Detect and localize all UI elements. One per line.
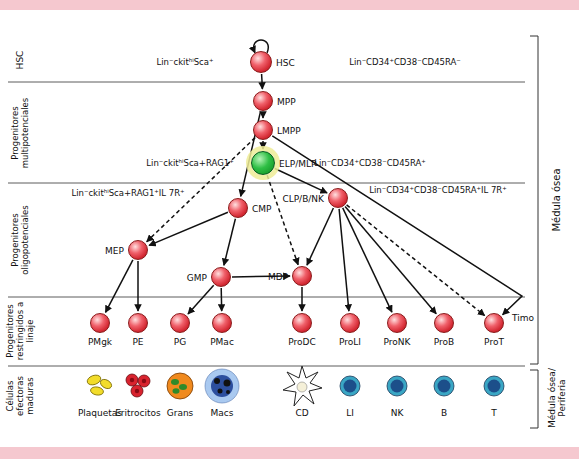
band-label: Médula ósea bbox=[552, 100, 562, 300]
text-label: Eritrocitos bbox=[108, 408, 168, 418]
node-label: MEP bbox=[105, 246, 124, 256]
lineage-arrow bbox=[339, 209, 349, 311]
lineage-arrow bbox=[232, 275, 290, 277]
cell-node: PMac bbox=[212, 313, 232, 333]
lineage-arrow bbox=[345, 206, 436, 313]
node-label: ProDC bbox=[288, 337, 316, 347]
node-label: ProT bbox=[484, 337, 504, 347]
dendritic-cell-icon bbox=[283, 366, 322, 406]
node-label: GMP bbox=[187, 273, 207, 283]
text-label: Lin⁻ckitʰⁱSca⁺ bbox=[125, 57, 245, 67]
band-label: Progenitores restringidos a linaje bbox=[5, 297, 35, 365]
lineage-arrow bbox=[261, 74, 263, 89]
node-label: PMgk bbox=[88, 337, 112, 347]
node-label: ProNK bbox=[384, 337, 411, 347]
text-label: CD bbox=[282, 408, 322, 418]
node-label: PG bbox=[174, 337, 186, 347]
dashed-arrow bbox=[267, 175, 298, 264]
nk-cell-icon bbox=[387, 376, 407, 396]
cell-node: GMP bbox=[211, 267, 231, 287]
node-label: ProLI bbox=[339, 337, 361, 347]
band-separator bbox=[8, 297, 525, 298]
lineage-arrow bbox=[220, 288, 222, 311]
pink-bar bbox=[0, 0, 579, 10]
cell-node: PE bbox=[128, 313, 148, 333]
node-label: LMPP bbox=[277, 126, 301, 136]
text-label: B bbox=[429, 408, 459, 418]
lineage-arrow bbox=[272, 136, 522, 315]
text-label: Grans bbox=[160, 408, 200, 418]
band-label: Médula ósea/ Periferia bbox=[547, 367, 567, 429]
progenitor-node: LMPP bbox=[253, 120, 273, 140]
lineage-arrow bbox=[106, 260, 133, 313]
cell-node: ProNK bbox=[387, 313, 407, 333]
text-label: LI bbox=[335, 408, 365, 418]
lineage-arrow bbox=[301, 287, 303, 311]
text-label: Lin⁻CD34⁺CD38⁻CD45RA⁻ bbox=[330, 57, 480, 67]
lineage-arrow bbox=[275, 169, 327, 193]
dashed-arrow bbox=[147, 138, 255, 242]
lineage-arrow bbox=[224, 219, 236, 266]
lymphocyte-icon bbox=[340, 376, 360, 396]
cell-node: ProT bbox=[484, 313, 504, 333]
node-label: MDP bbox=[268, 272, 288, 282]
lineage-arrow bbox=[137, 261, 139, 311]
platelets-icon bbox=[86, 373, 113, 396]
band-separator bbox=[8, 366, 525, 367]
node-label: ProB bbox=[434, 337, 454, 347]
band-label: HSC bbox=[15, 25, 25, 95]
node-label: CMP bbox=[252, 204, 271, 214]
node-label: MPP bbox=[277, 97, 296, 107]
node-label: ELP/MLP bbox=[279, 159, 316, 169]
cell-node: ProB bbox=[434, 313, 454, 333]
band-label: Progenitores multipotenciales bbox=[10, 83, 30, 183]
stem-cell-node: HSC bbox=[250, 51, 272, 73]
band-separator bbox=[8, 183, 525, 184]
cell-node: MEP bbox=[128, 240, 148, 260]
progenitor-node: MPP bbox=[253, 91, 273, 111]
node-label: PMac bbox=[210, 337, 234, 347]
lineage-arrow bbox=[149, 212, 228, 245]
cell-node: PG bbox=[170, 313, 190, 333]
lineage-arrow bbox=[254, 40, 269, 53]
node-label: PE bbox=[132, 337, 143, 347]
text-label: Lin⁻CD34⁺CD38⁻CD45RA⁺ bbox=[295, 158, 445, 168]
text-label: T bbox=[479, 408, 509, 418]
macrophage-icon bbox=[205, 369, 239, 403]
lineage-arrow bbox=[262, 112, 264, 118]
text-label: Lin⁻ckitʰⁱSca+RAG1⁺ bbox=[125, 158, 255, 168]
band-label: Células efectoras maduras bbox=[5, 365, 35, 427]
band-label: Progenitores oligopotenciales bbox=[10, 185, 30, 295]
lymphoid-progenitor-node: ELP/MLP bbox=[251, 151, 275, 175]
node-label: CLP/B/NK bbox=[282, 194, 324, 204]
node-label: HSC bbox=[276, 58, 295, 68]
lineage-arrow bbox=[188, 285, 214, 314]
text-label: Lin⁻ckitʰⁱSca+RAG1⁺IL 7R⁺ bbox=[48, 188, 208, 198]
band-separator bbox=[8, 82, 525, 83]
text-label: Lin⁻CD34⁺CD38⁻CD45RA⁺IL 7R⁺ bbox=[348, 185, 528, 195]
cell-node: PMgk bbox=[90, 313, 110, 333]
cell-node: ProLI bbox=[340, 313, 360, 333]
t-cell-icon bbox=[484, 376, 504, 396]
text-label: Macs bbox=[202, 408, 242, 418]
lineage-arrow bbox=[262, 141, 264, 149]
text-label: Timo bbox=[508, 313, 538, 323]
lineage-arrow bbox=[343, 208, 392, 312]
lineage-arrow bbox=[241, 112, 261, 197]
lineage-arrow bbox=[307, 208, 333, 265]
dashed-arrow bbox=[347, 205, 485, 316]
cell-node: MDP bbox=[292, 266, 312, 286]
cell-node: CMP bbox=[228, 198, 248, 218]
erythrocytes-icon bbox=[126, 374, 150, 397]
cell-node: ProDC bbox=[292, 313, 312, 333]
bracket bbox=[530, 370, 538, 428]
cell-node: CLP/B/NK bbox=[328, 188, 348, 208]
text-label: NK bbox=[382, 408, 412, 418]
b-cell-icon bbox=[434, 376, 454, 396]
granulocyte-icon bbox=[167, 373, 193, 399]
pink-bar bbox=[0, 447, 579, 459]
